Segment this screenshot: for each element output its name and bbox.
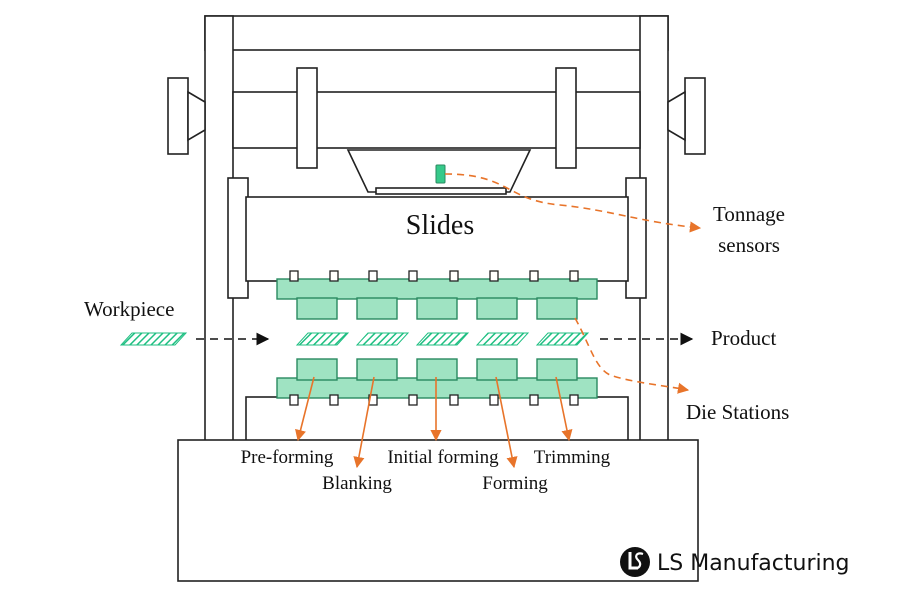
tonnage-sensors-label-line2: sensors xyxy=(718,233,780,257)
tonnage-sensors-label-line1: Tonnage xyxy=(713,202,785,226)
upper-die-bolts xyxy=(289,270,579,282)
lower-die-plate xyxy=(276,377,598,399)
side-brackets xyxy=(167,77,706,155)
upper-die-set xyxy=(276,270,598,320)
station-label-blanking: Blanking xyxy=(322,473,392,494)
tonnage-sensor-icon xyxy=(435,164,446,184)
machine-base xyxy=(177,439,699,582)
slides-label: Slides xyxy=(406,210,474,241)
station-label-trimming: Trimming xyxy=(534,447,611,468)
guide-rails xyxy=(227,177,647,299)
crank-shaft xyxy=(232,91,641,149)
product-label: Product xyxy=(711,326,776,350)
station-arrows xyxy=(295,376,573,469)
lower-die-set xyxy=(276,358,598,406)
slides-block xyxy=(245,196,629,282)
frame-crown xyxy=(204,15,669,51)
lower-die-bolts xyxy=(289,394,579,406)
slide-plate xyxy=(375,187,507,195)
press-frame xyxy=(204,15,669,442)
ls-logo-icon xyxy=(620,547,650,577)
brand-name: LS Manufacturing xyxy=(657,551,850,576)
workpiece-label: Workpiece xyxy=(84,297,174,321)
lower-die-cavities xyxy=(296,358,578,381)
tonnage-sensor-arrow xyxy=(444,173,702,233)
upper-die-plate xyxy=(276,278,598,300)
station-label-forming: Forming xyxy=(482,473,548,494)
strip-parts xyxy=(295,332,590,346)
die-stations-label: Die Stations xyxy=(686,400,789,424)
workpiece-blank xyxy=(119,332,188,346)
station-label-pre-forming: Pre-forming xyxy=(241,447,334,468)
die-stations-arrow xyxy=(574,317,690,394)
brand-watermark: LS Manufacturing xyxy=(620,547,850,577)
crank-flange-left xyxy=(296,67,318,169)
crank-section xyxy=(232,67,641,195)
station-label-initial-forming: Initial forming xyxy=(387,447,499,468)
crank-flange-right xyxy=(555,67,577,169)
upper-die-punches xyxy=(296,297,578,320)
